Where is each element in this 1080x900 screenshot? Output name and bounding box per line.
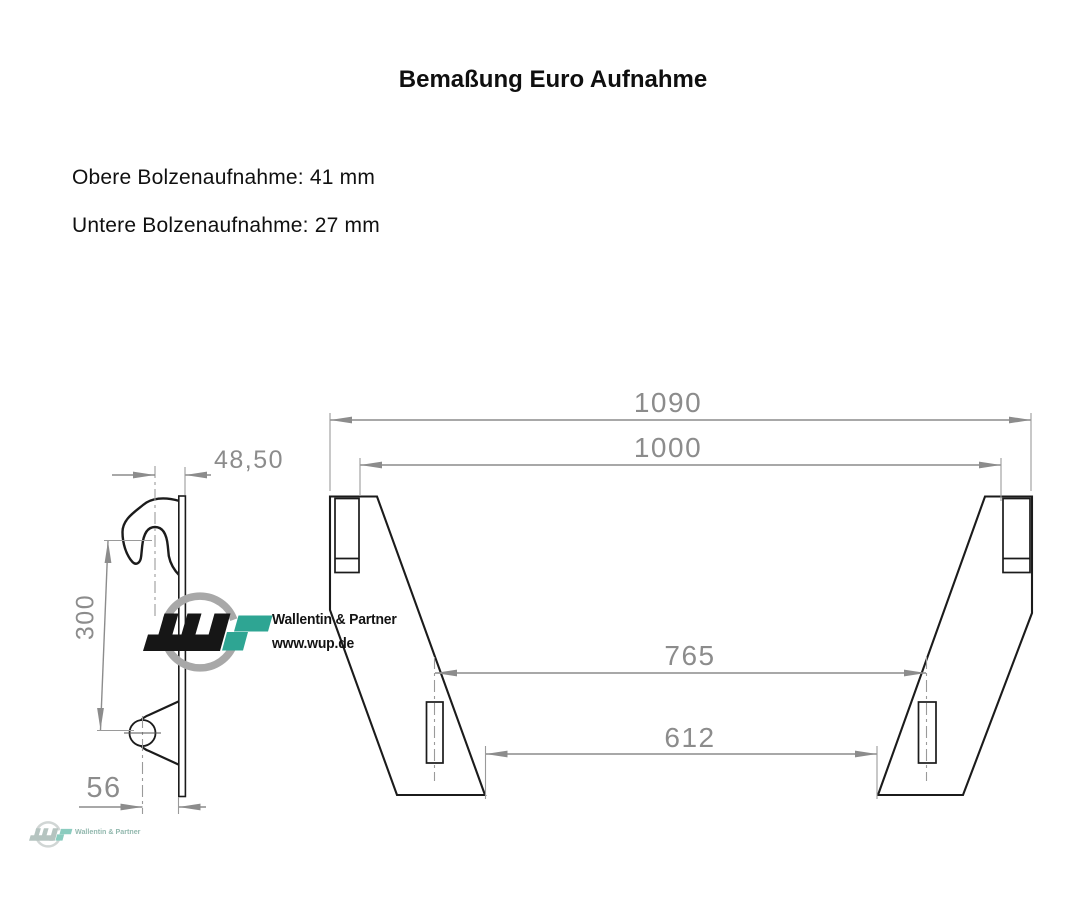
page-title: Bemaßung Euro Aufnahme	[398, 66, 708, 93]
logo-arc-top	[162, 592, 238, 622]
watermark-logo-icon	[28, 821, 73, 848]
right-hook-channel	[1002, 497, 1031, 574]
logo-company-name: Wallentin & Partner	[272, 611, 397, 628]
logo-website: www.wup.de	[272, 635, 355, 652]
dim-line-300	[99, 540, 109, 731]
logo-p-mark	[222, 615, 273, 651]
front-view	[328, 495, 1034, 797]
euro-hook-profile	[121, 497, 181, 579]
dim-label-1000: 1000	[633, 432, 703, 463]
dim-label-300: 300	[71, 593, 100, 641]
dimension-lines	[79, 419, 1031, 808]
right-pin-slot	[917, 701, 937, 764]
spec-lower-pin: Untere Bolzenaufnahme: 27 mm	[72, 214, 380, 237]
left-frame-plate	[328, 495, 487, 797]
watermark-company-name: Wallentin & Partner	[75, 827, 141, 836]
company-logo-icon	[143, 592, 273, 672]
logo-w-mark	[143, 613, 231, 651]
dim-label-612: 612	[664, 722, 716, 753]
dim-label-1090: 1090	[633, 387, 703, 418]
logo-arc-bottom	[162, 642, 238, 672]
dimension-arrows	[97, 416, 1031, 811]
spec-upper-pin: Obere Bolzenaufnahme: 41 mm	[72, 166, 376, 189]
dim-label-56: 56	[86, 772, 122, 804]
extension-lines	[97, 413, 1032, 814]
centerlines	[141, 466, 928, 814]
dim-label-4850: 48,50	[213, 446, 285, 474]
right-frame-plate	[876, 495, 1034, 797]
left-hook-channel	[334, 497, 360, 574]
dim-label-765: 765	[664, 640, 716, 671]
